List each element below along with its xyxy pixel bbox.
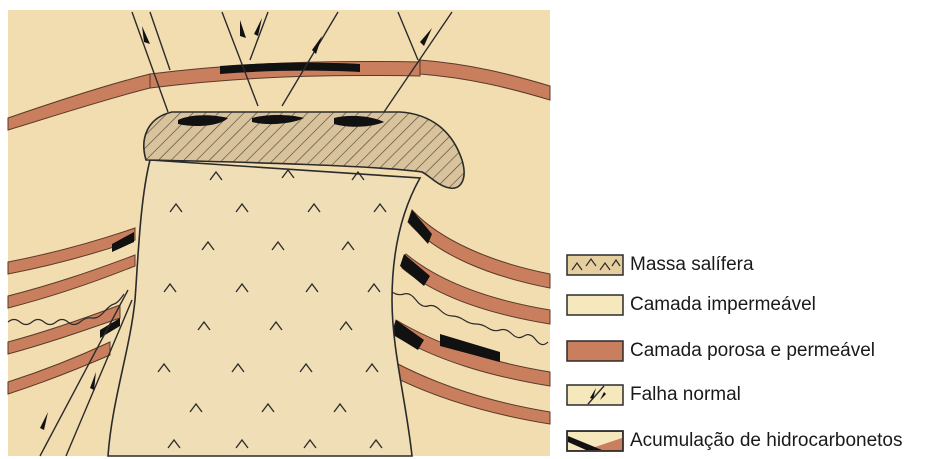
legend-item-impermeable: Camada impermeável <box>566 292 816 318</box>
legend-item-porous: Camada porosa e permeável <box>566 338 875 364</box>
porous-layer-swatch-icon <box>566 340 624 362</box>
legend-label-hydrocarbon: Acumulação de hidrocarbonetos <box>630 430 903 452</box>
legend-item-salt: Massa salífera <box>566 252 754 278</box>
legend-label-impermeable: Camada impermeável <box>630 294 816 316</box>
legend-label-porous: Camada porosa e permeável <box>630 340 875 362</box>
hydrocarbon-accumulation-icon <box>566 430 624 452</box>
legend-item-hydrocarbon: Acumulação de hidrocarbonetos <box>566 428 903 454</box>
legend-label-salt: Massa salífera <box>630 254 754 276</box>
salt-mass-hatch-icon <box>566 254 624 276</box>
legend-label-fault: Falha normal <box>630 384 741 406</box>
legend-item-fault: Falha normal <box>566 382 741 408</box>
impermeable-layer-swatch-icon <box>566 294 624 316</box>
salt-diapir <box>108 160 420 456</box>
salt-dome-cross-section <box>0 0 560 459</box>
normal-fault-icon <box>566 384 624 406</box>
